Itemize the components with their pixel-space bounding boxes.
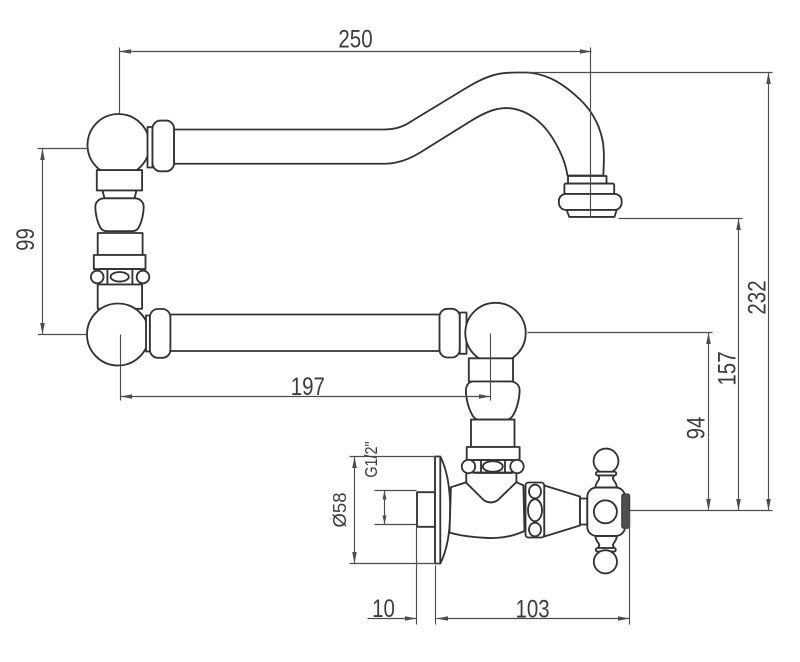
- svg-text:10: 10: [372, 594, 395, 622]
- svg-text:Ø58: Ø58: [329, 493, 350, 528]
- svg-text:157: 157: [713, 351, 741, 385]
- svg-text:197: 197: [291, 372, 325, 400]
- svg-text:103: 103: [515, 595, 549, 623]
- svg-text:99: 99: [11, 228, 39, 251]
- svg-text:250: 250: [338, 25, 372, 53]
- svg-text:94: 94: [682, 416, 710, 439]
- svg-text:G1/2": G1/2": [362, 441, 382, 477]
- svg-text:232: 232: [743, 280, 771, 314]
